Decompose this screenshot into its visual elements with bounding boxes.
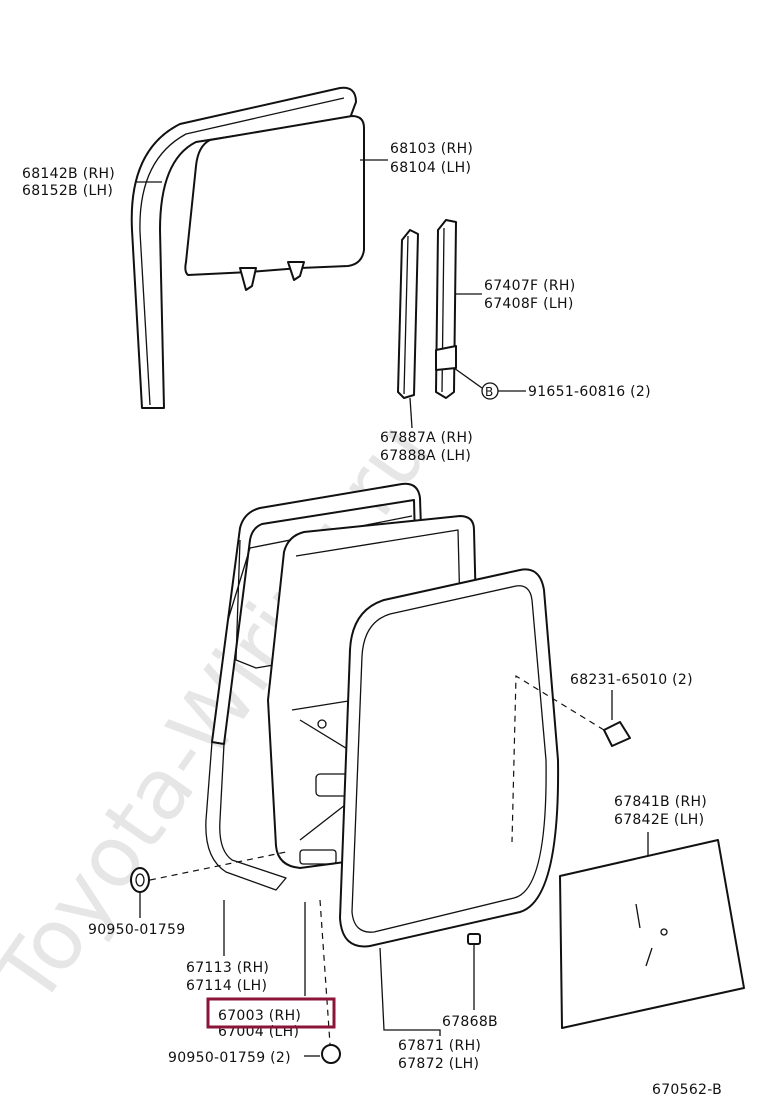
label-weatherstrip-lh: 67114 (LH) [186,978,267,994]
label-weatherstrip-rh: 67113 (RH) [186,960,269,976]
label-glass-channel-lh: 68152B (LH) [22,183,113,199]
hole-plug-bottom [319,899,341,1064]
label-clip: 68231-65010 (2) [570,672,693,688]
svg-text:B: B [485,385,494,399]
label-rear-channel-rh: 67407F (RH) [484,278,576,294]
division-bar [397,229,419,399]
highlight-box[interactable] [206,997,336,1029]
pad [467,933,481,960]
clip [511,674,631,843]
label-hole-plug-bottom: 90950-01759 (2) [168,1050,291,1066]
diagram-code: 670562-B [652,1082,722,1098]
label-glass-channel-rh: 68142B (RH) [22,166,115,182]
part-labels: 68142B (RH) 68152B (LH) 68103 (RH) 68104… [22,141,722,1098]
label-cover-lh: 67842E (LH) [614,812,704,828]
door-glass [184,115,365,291]
label-door-glass-rh: 68103 (RH) [390,141,473,157]
label-door-panel-rh: 67003 (RH) [218,1008,301,1024]
label-hole-plug-left: 90950-01759 [88,922,185,938]
label-door-glass-lh: 68104 (LH) [390,160,471,176]
label-bolt: 91651-60816 (2) [528,384,651,400]
label-pad: 67868B [442,1014,498,1030]
label-division-bar-lh: 67888A (LH) [380,448,471,464]
label-opening-trim-lh: 67872 (LH) [398,1056,479,1072]
label-rear-channel-lh: 67408F (LH) [484,296,574,312]
door-opening-trim [339,568,560,948]
service-hole-cover [559,839,745,1029]
bolt-marker: B [453,367,499,400]
leader-lines [136,159,649,1057]
label-opening-trim-rh: 67871 (RH) [398,1038,481,1054]
label-division-bar-rh: 67887A (RH) [380,430,473,446]
rear-channel [435,219,457,399]
label-cover-rh: 67841B (RH) [614,794,707,810]
